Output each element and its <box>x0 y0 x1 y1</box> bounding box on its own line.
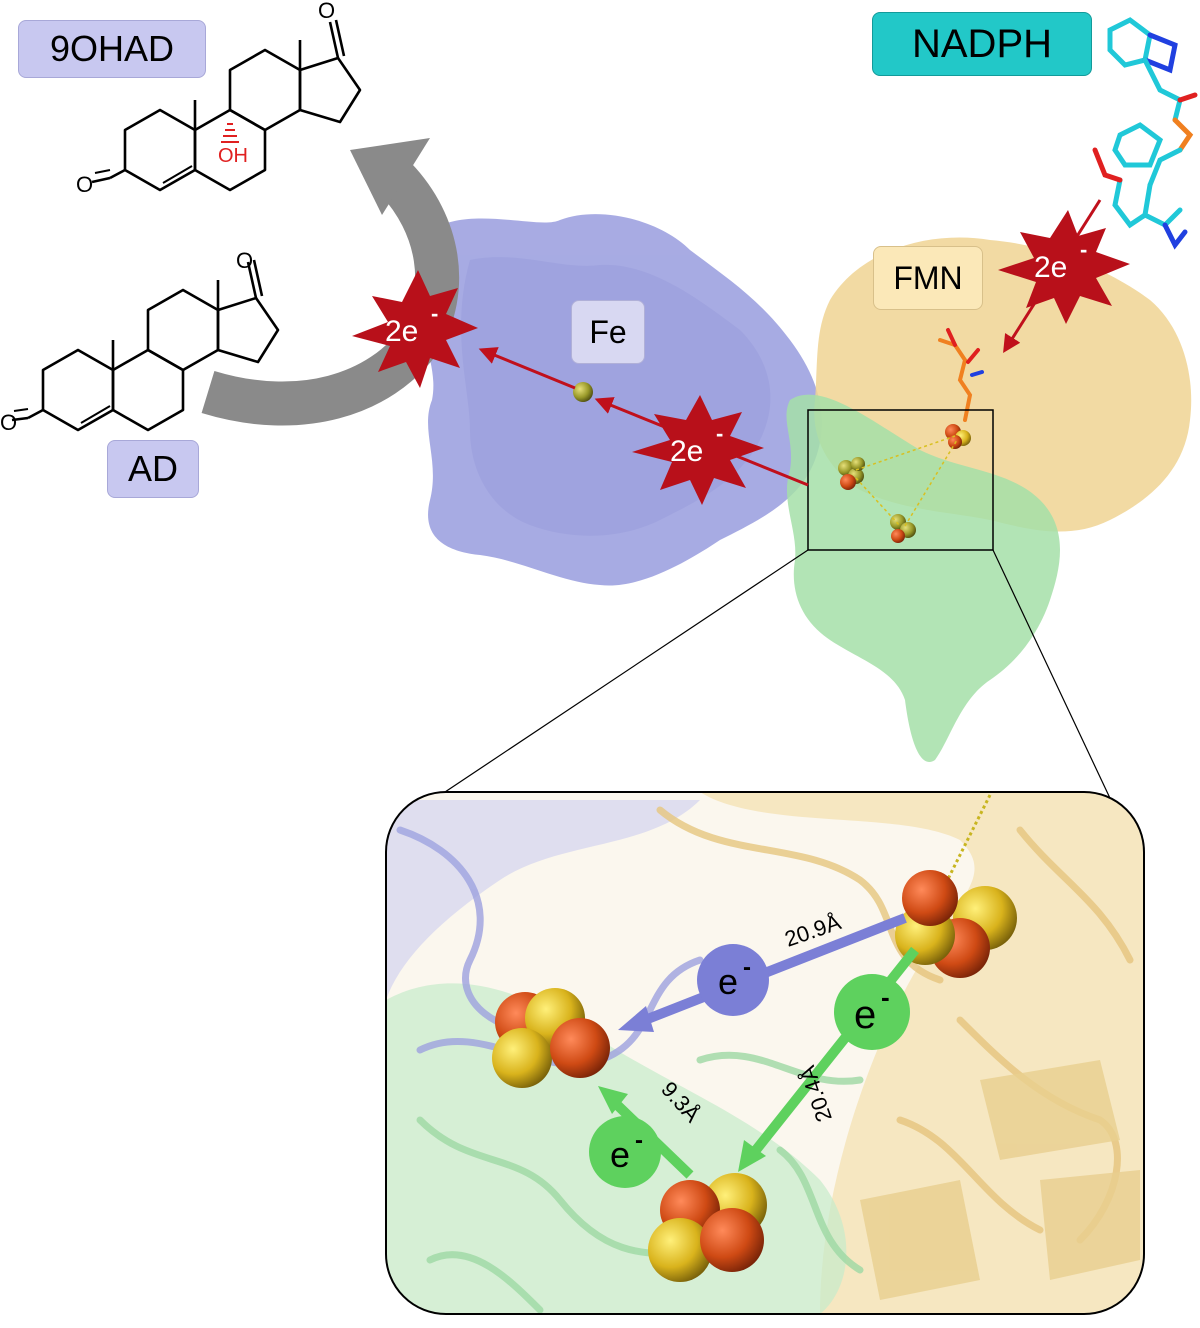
two-electron-charge: - <box>1080 237 1087 262</box>
burst-label-right: 2e - <box>1034 237 1087 284</box>
conversion-arrowhead <box>350 138 430 215</box>
burst-top-right <box>998 210 1130 324</box>
cluster-left <box>492 988 610 1088</box>
burst-fe-left <box>352 270 478 388</box>
two-electron-label: 2e <box>1034 251 1067 284</box>
conversion-arrow <box>201 162 460 426</box>
burst-label-left: 2e - <box>385 301 438 348</box>
oxo-atom-label: O <box>0 410 17 435</box>
iron-sulfur-clusters-overview <box>838 424 971 543</box>
burst-label-center: 2e - <box>670 421 723 468</box>
fmn-molecule <box>938 328 984 422</box>
electron-charge: - <box>635 1127 643 1154</box>
two-electron-charge: - <box>716 421 723 446</box>
iron-label: Fe <box>571 300 645 364</box>
steroid-ad <box>11 259 280 432</box>
electron-blue <box>697 944 769 1016</box>
protein-surface-blue <box>417 214 822 586</box>
iron-atom <box>573 382 593 402</box>
nadph-molecule <box>1092 17 1198 250</box>
electron-label: e <box>718 961 738 1002</box>
product-label: 9OHAD <box>18 20 206 78</box>
electron-green-right <box>834 974 910 1050</box>
two-electron-charge: - <box>431 301 438 326</box>
oxo-atom-label: O <box>236 248 253 273</box>
two-electron-label: 2e <box>670 435 703 468</box>
oxo-atom-label: O <box>76 172 93 197</box>
electron-label: e <box>854 993 876 1037</box>
electron-charge: - <box>743 954 751 981</box>
zoom-guide-left <box>417 549 809 811</box>
hydroxyl-label: OH <box>218 145 248 167</box>
flavin-label: FMN <box>873 246 983 310</box>
cluster-top-right <box>895 870 1017 978</box>
steroid-9ohad <box>91 19 362 192</box>
two-electron-label: 2e <box>385 315 418 348</box>
electron-charge: - <box>881 982 890 1012</box>
cluster-bottom <box>648 1173 767 1282</box>
electron-label: e <box>610 1134 630 1175</box>
zoom-guide-right <box>992 549 1126 831</box>
cofactor-label: NADPH <box>872 12 1092 76</box>
electron-green-left <box>589 1116 661 1188</box>
oxo-atom-label: O <box>318 0 335 23</box>
hydroxyl-wedge <box>221 123 239 143</box>
substrate-label: AD <box>107 440 199 498</box>
zoom-box <box>807 409 994 551</box>
protein-surface-green <box>786 394 1060 762</box>
burst-center <box>632 395 764 505</box>
